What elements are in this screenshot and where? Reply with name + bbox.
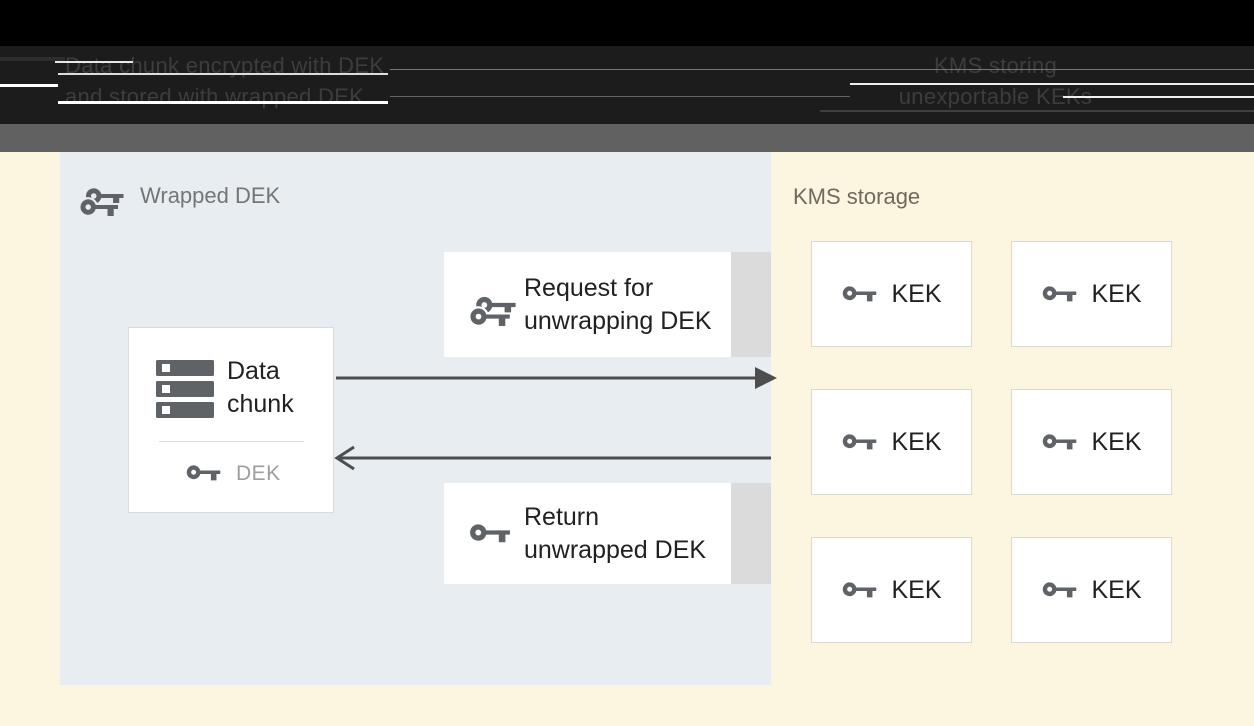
kek-label: KEK: [891, 427, 942, 456]
kek-box: KEK: [811, 537, 972, 643]
key-icon: [1043, 285, 1077, 301]
kek-label: KEK: [891, 279, 942, 308]
kek-box: KEK: [1011, 389, 1172, 495]
return-box-shadow-strip: [731, 483, 771, 584]
glitch-line: [58, 101, 388, 104]
kms-storage-label: KMS storage: [793, 184, 921, 209]
header-left-caption-line2: and stored with wrapped DEK: [65, 84, 365, 109]
glitch-line: [820, 110, 1254, 112]
kek-label: KEK: [1091, 427, 1142, 456]
divider: [159, 441, 304, 442]
glitch-line: [55, 61, 133, 63]
key-icon: [843, 285, 877, 301]
glitch-line: [850, 83, 1254, 85]
key-icon: [843, 433, 877, 449]
request-unwrap-dek-box: Request for unwrapping DEK: [444, 252, 731, 357]
glitch-line: [0, 57, 65, 61]
glitch-line: [390, 69, 1254, 70]
key-icon: [843, 581, 877, 597]
glitch-line: [1063, 96, 1254, 98]
wrapped-dek-label: Wrapped DEK: [140, 183, 281, 208]
wrapped-dek-header: Wrapped DEK: [78, 176, 280, 216]
kek-label: KEK: [1091, 575, 1142, 604]
gray-divider-band: [0, 124, 1254, 152]
header-right-caption-line2: unexportable KEKs: [898, 84, 1093, 109]
key-icon: [1043, 433, 1077, 449]
kek-box: KEK: [811, 241, 972, 347]
header-left-caption-line1: Data chunk encrypted with DEK: [65, 53, 385, 78]
double-key-icon: [78, 188, 124, 216]
return-box-label: Return unwrapped DEK: [524, 502, 707, 564]
kek-label: KEK: [891, 575, 942, 604]
server-stack-icon: [156, 360, 214, 418]
kek-box: KEK: [811, 389, 972, 495]
header-top-strip: [0, 0, 1254, 46]
dek-row: DEK: [185, 460, 281, 487]
key-icon: [1043, 581, 1077, 597]
data-chunk-box: Data chunk DEK: [128, 327, 334, 513]
return-unwrapped-dek-box: Return unwrapped DEK: [444, 483, 731, 584]
dek-label: DEK: [236, 461, 281, 485]
header-right-caption-line1: KMS storing: [933, 53, 1058, 78]
kek-box: KEK: [1011, 241, 1172, 347]
data-chunk-title: Data chunk: [227, 357, 294, 418]
glitch-line: [58, 73, 388, 75]
kek-box: KEK: [1011, 537, 1172, 643]
kek-label: KEK: [1091, 279, 1142, 308]
request-box-shadow-strip: [731, 252, 771, 357]
key-icon: [470, 523, 510, 542]
glitch-line: [0, 84, 58, 87]
header-band: Data chunk encrypted with DEK and stored…: [0, 0, 1254, 124]
header-right-caption: KMS storing unexportable KEKs: [893, 50, 1098, 112]
request-box-label: Request for unwrapping DEK: [524, 273, 712, 335]
glitch-line: [390, 96, 850, 97]
double-key-icon: [468, 296, 516, 326]
key-icon: [186, 465, 221, 481]
